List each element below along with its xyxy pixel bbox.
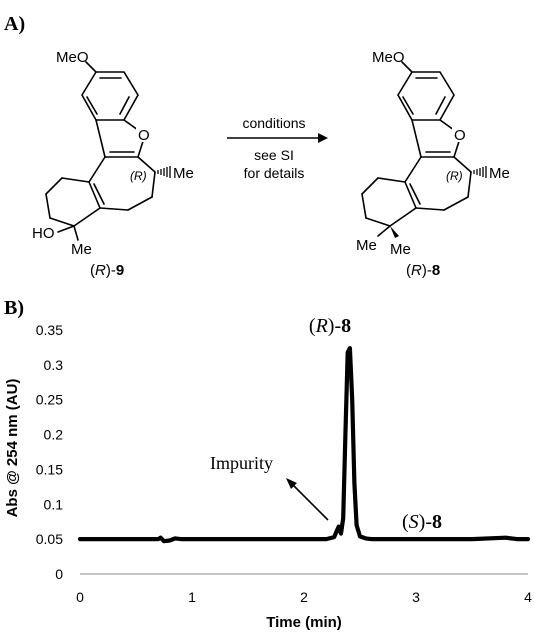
chart: 0 0.05 0.1 0.15 0.2 0.25 0.3 0.35 0 1 2 3 4 Abs @ 2…: [4, 322, 532, 631]
peak-label-r8: (R)-8: [309, 315, 351, 337]
reactant-caption: (R)-9: [90, 262, 124, 279]
panel-b-label: B): [4, 297, 24, 319]
arrow-for-details: for details: [244, 165, 305, 181]
y-tick-label: 0.35: [36, 322, 63, 338]
y-tick-label: 0.3: [44, 357, 64, 373]
y-tick-label: 0.1: [44, 496, 64, 512]
arrow-see-si: see SI: [254, 147, 294, 163]
reactant-structure: [45, 61, 156, 241]
peak-label-s8: (S)-8: [402, 511, 442, 533]
x-tick-label: 3: [412, 589, 420, 605]
impurity-arrow-head: [286, 478, 297, 489]
product-hashed-bond: [473, 166, 487, 178]
y-axis-label: Abs @ 254 nm (AU): [4, 379, 21, 518]
reactant-hashed-bond: [157, 166, 171, 178]
product-me-b: Me: [390, 241, 411, 258]
arrow-conditions: conditions: [242, 115, 305, 131]
x-tick-label: 4: [524, 589, 532, 605]
reaction-arrow-head: [318, 133, 328, 143]
impurity-arrow: [291, 483, 329, 521]
x-tick-label: 2: [300, 589, 308, 605]
product-me-stereo: Me: [489, 165, 510, 182]
reactant-o: O: [138, 127, 150, 144]
reactant-o-mask: [136, 126, 152, 142]
panel-a-label: A): [4, 13, 25, 35]
reactant-ho: HO: [32, 225, 55, 242]
x-axis-ticks: 0 1 2 3 4: [76, 589, 532, 605]
y-tick-label: 0.15: [36, 461, 63, 477]
product-wedge-bond: [390, 226, 399, 238]
y-tick-label: 0: [55, 566, 63, 582]
product-o: O: [454, 127, 466, 144]
y-tick-label: 0.25: [36, 392, 63, 408]
reactant-ome: MeO: [56, 49, 89, 66]
impurity-label: Impurity: [210, 453, 273, 473]
product-me-a: Me: [356, 237, 377, 254]
product-structure: [361, 61, 472, 237]
reactant-me-quat: Me: [71, 241, 92, 258]
product-caption: (R)-8: [406, 262, 440, 279]
reactant-me-stereo: Me: [173, 165, 194, 182]
x-tick-label: 1: [188, 589, 196, 605]
chromatogram-trace: [77, 346, 531, 544]
y-tick-label: 0.05: [36, 531, 63, 547]
x-tick-label: 0: [76, 589, 84, 605]
x-axis-label: Time (min): [266, 614, 342, 631]
y-axis-ticks: 0 0.05 0.1 0.15 0.2 0.25 0.3 0.35: [36, 322, 63, 582]
product-ome: MeO: [372, 49, 405, 66]
reactant-stereo: (R): [130, 169, 147, 183]
product-stereo: (R): [446, 169, 463, 183]
y-tick-label: 0.2: [44, 427, 64, 443]
product-o-mask: [452, 126, 468, 142]
